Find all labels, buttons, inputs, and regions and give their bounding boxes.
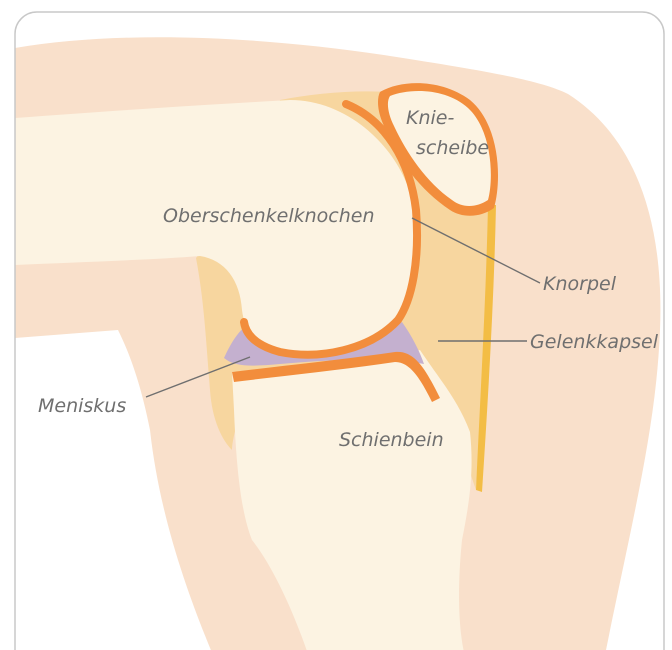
patella-label-line2: scheibe [416, 137, 489, 159]
tibia-label: Schienbein [339, 429, 444, 451]
meniscus-label: Meniskus [38, 395, 126, 417]
patella-label-line1: Knie- [406, 107, 454, 129]
femur-label: Oberschenkelknochen [163, 205, 375, 227]
cartilage-label: Knorpel [543, 273, 617, 295]
capsule-label: Gelenkkapsel [530, 331, 659, 353]
